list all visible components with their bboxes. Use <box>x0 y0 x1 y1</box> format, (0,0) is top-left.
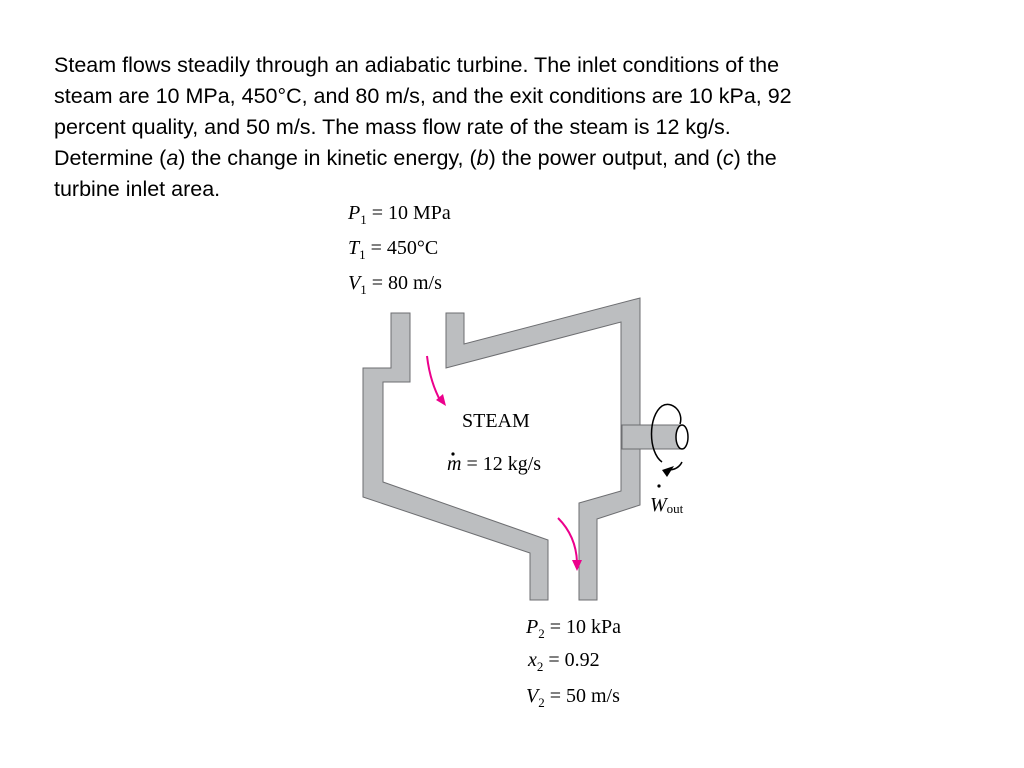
mass-flow-label: m = 12 kg/s <box>447 453 541 475</box>
exit-conditions: P2 = 10 kPa x2 = 0.92 V2 = 50 m/s <box>525 616 621 710</box>
shaft-end <box>675 424 689 450</box>
inlet-conditions: P1 = 10 MPa T1 = 450°C V1 = 80 m/s <box>347 202 451 297</box>
casing-right-wall <box>445 297 641 601</box>
problem-line-3: percent quality, and 50 m/s. The mass fl… <box>54 115 731 139</box>
problem-line-4-text-d: ) the <box>733 146 777 170</box>
problem-line-2: steam are 10 MPa, 450°C, and 80 m/s, and… <box>54 84 792 108</box>
inlet-velocity-label: V1 = 80 m/s <box>348 272 442 297</box>
rotation-arc <box>650 403 682 463</box>
inlet-flow-arrow <box>426 355 442 403</box>
mass-flow-dot <box>451 452 455 456</box>
work-out-label: Wout <box>650 494 684 516</box>
exit-pressure-label: P2 = 10 kPa <box>525 616 621 641</box>
problem-line-4-text-c: ) the power output, and ( <box>488 146 723 170</box>
output-shaft <box>621 403 689 477</box>
turbine-labels: STEAM m = 12 kg/s Wout <box>447 410 684 516</box>
problem-line-5: turbine inlet area. <box>54 177 221 201</box>
part-c-label: c <box>722 146 734 170</box>
fluid-label: STEAM <box>462 410 530 432</box>
exit-flow-arrow <box>557 517 578 563</box>
problem-statement: Steam flows steadily through an adiabati… <box>54 50 954 205</box>
problem-line-4: Determine (a) the change in kinetic ener… <box>54 143 954 174</box>
part-b-label: b <box>476 146 489 170</box>
rotation-arrowhead <box>662 466 674 477</box>
turbine-casing <box>362 297 641 601</box>
part-a-label: a <box>166 146 179 170</box>
exit-quality-label: x2 = 0.92 <box>527 649 600 674</box>
problem-line-1: Steam flows steadily through an adiabati… <box>54 53 780 77</box>
problem-line-4-text-a: Determine ( <box>54 146 167 170</box>
inlet-temperature-label: T1 = 450°C <box>348 237 438 262</box>
inlet-pressure-label: P1 = 10 MPa <box>347 202 451 227</box>
work-out-dot <box>657 484 661 488</box>
exit-velocity-label: V2 = 50 m/s <box>526 685 620 710</box>
inlet-flow-arrowhead <box>436 394 446 406</box>
flow-arrows <box>426 355 582 571</box>
exit-flow-arrowhead <box>572 560 582 571</box>
casing-left-wall <box>362 312 549 601</box>
problem-line-4-text-b: ) the change in kinetic energy, ( <box>178 146 477 170</box>
